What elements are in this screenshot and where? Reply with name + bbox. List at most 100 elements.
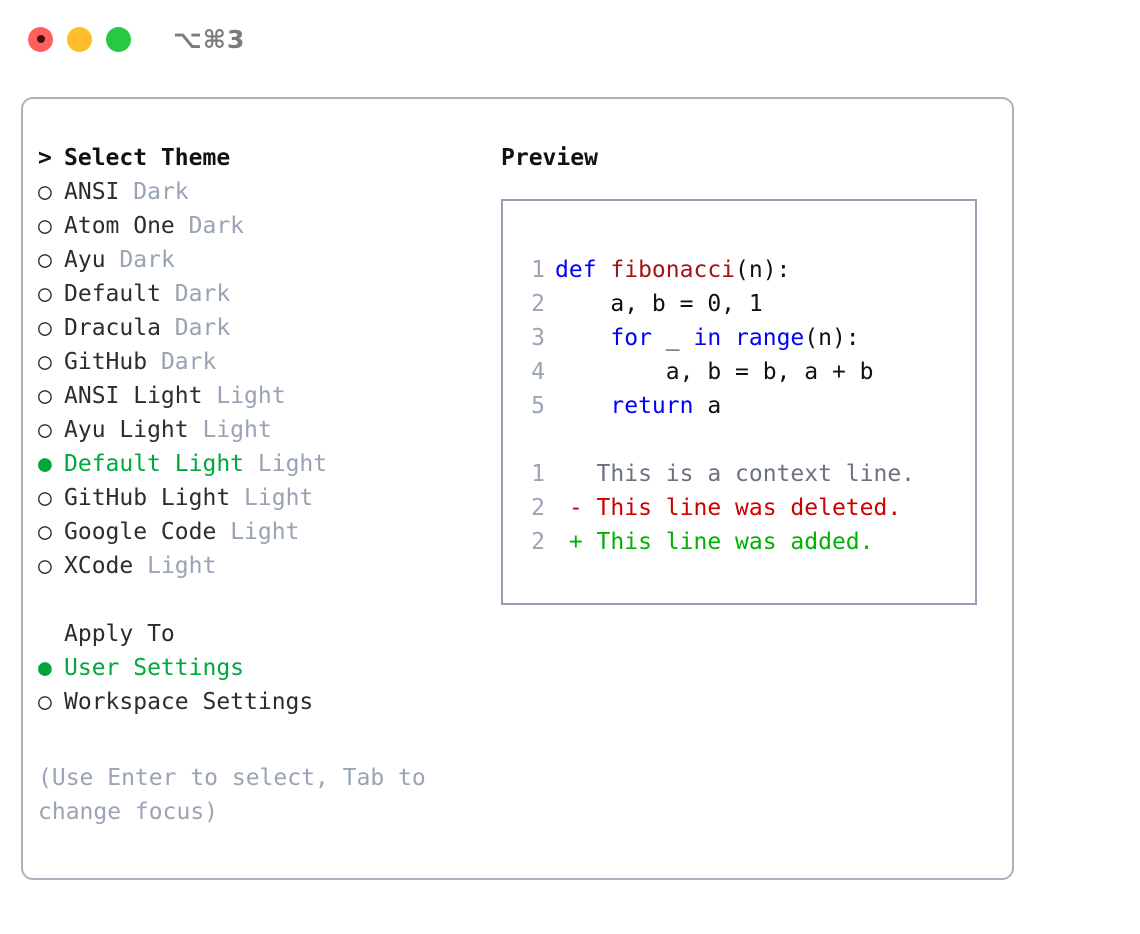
code-token [555, 325, 610, 351]
theme-variant-badge: Light [147, 553, 217, 579]
maximize-window-button[interactable] [106, 26, 131, 52]
code-text: + This line was added. [555, 525, 874, 559]
code-token: def [555, 257, 611, 283]
radio-unselected-icon[interactable]: ○ [38, 179, 52, 205]
theme-list-item[interactable]: ○Ayu Light Light [38, 413, 468, 447]
line-number: 2 [531, 495, 545, 521]
theme-name-label: XCode [64, 553, 134, 579]
theme-list-item[interactable]: ● Default Light Light [38, 447, 468, 481]
radio-unselected-icon[interactable]: ○ [38, 485, 52, 511]
theme-variant-badge: Light [202, 417, 272, 443]
apply-to-label: User Settings [64, 655, 245, 681]
apply-to-heading: Apply To [38, 617, 468, 651]
theme-list-item[interactable]: ○ XCode Light [38, 549, 468, 583]
theme-list-item[interactable]: ○ Ayu Dark [38, 243, 468, 277]
code-text: for _ in range(n): [555, 321, 860, 355]
preview-blank-line [515, 423, 975, 457]
theme-variant-badge: Light [216, 383, 286, 409]
theme-list-item[interactable]: ○GitHub Light Light [38, 481, 468, 515]
theme-variant-badge: Dark [119, 247, 175, 273]
section-spacer [38, 583, 468, 617]
line-number: 3 [531, 325, 545, 351]
theme-name-label: Ayu [64, 247, 106, 273]
apply-to-item[interactable]: ● User Settings [38, 651, 468, 685]
apply-to-label: Workspace Settings [64, 689, 314, 715]
code-token: _ [651, 325, 694, 351]
theme-name-label: ANSI Light [64, 383, 203, 409]
code-token: - This line was deleted. [555, 495, 902, 521]
code-token: a, b = 0, 1 [555, 291, 763, 317]
radio-unselected-icon[interactable]: ○ [38, 315, 52, 341]
line-number: 2 [531, 291, 545, 317]
select-theme-heading: > Select Theme [38, 141, 468, 175]
code-text: a, b = 0, 1 [555, 287, 763, 321]
code-line: 5 return a [515, 389, 975, 423]
code-text: - This line was deleted. [555, 491, 901, 525]
theme-list-item[interactable]: ○ ANSI Light Light [38, 379, 468, 413]
theme-name-label: Dracula [64, 315, 161, 341]
code-text: This is a context line. [555, 457, 916, 491]
radio-unselected-icon[interactable]: ○ [38, 417, 52, 443]
line-number: 1 [531, 257, 545, 283]
diff-line: 2 - This line was deleted. [515, 491, 975, 525]
apply-to-item[interactable]: ○ Workspace Settings [38, 685, 468, 719]
radio-unselected-icon[interactable]: ○ [38, 553, 52, 579]
code-token: in range [693, 325, 805, 351]
theme-list-item[interactable]: ○ GitHub Dark [38, 345, 468, 379]
main-panel: > Select Theme ○ANSI Dark○Atom One Dark○… [21, 97, 1014, 880]
theme-variant-badge: Light [257, 451, 328, 477]
code-token: (n): [804, 325, 860, 351]
radio-unselected-icon[interactable]: ○ [38, 519, 52, 545]
radio-unselected-icon[interactable]: ○ [38, 383, 52, 409]
theme-variant-badge: Light [230, 519, 300, 545]
theme-list-item[interactable]: ○ Google Code Light [38, 515, 468, 549]
code-token: for [610, 325, 652, 351]
theme-list-item[interactable]: ○Default Dark [38, 277, 468, 311]
code-text: a, b = b, a + b [555, 355, 874, 389]
close-window-button[interactable] [28, 26, 53, 52]
diff-line: 2 + This line was added. [515, 525, 975, 559]
code-token: a, b = b, a + b [555, 359, 874, 385]
apply-to-list: ● User Settings ○ Workspace Settings [38, 651, 468, 719]
code-token: fibonacci [610, 257, 736, 283]
theme-name-label: Google Code [64, 519, 217, 545]
code-token: return [610, 393, 694, 419]
theme-list: ○ANSI Dark○Atom One Dark○Ayu Dark○Defaul… [38, 175, 468, 583]
radio-unselected-icon[interactable]: ○ [38, 689, 52, 715]
traffic-lights [28, 26, 131, 52]
code-token: + This line was added. [555, 529, 874, 555]
theme-variant-badge: Dark [133, 179, 189, 205]
prompt-caret-icon: > [38, 145, 52, 171]
theme-name-label: GitHub [64, 349, 148, 375]
preview-box: 1 def fibonacci (n): 2 a, b = 0, 1 3 for _ i… [501, 199, 977, 605]
theme-list-item[interactable]: ○ANSI Dark [38, 175, 468, 209]
theme-list-item[interactable]: ○Dracula Dark [38, 311, 468, 345]
theme-selection-column: > Select Theme ○ANSI Dark○Atom One Dark○… [38, 141, 468, 719]
radio-unselected-icon[interactable]: ○ [38, 349, 52, 375]
preview-title: Preview [501, 145, 598, 171]
code-text: return a [555, 389, 721, 423]
line-number: 1 [531, 461, 545, 487]
keyboard-shortcut-label: ⌥⌘3 [173, 24, 246, 54]
radio-unselected-icon[interactable]: ○ [38, 247, 52, 273]
preview-code-block: 1 def fibonacci (n): 2 a, b = 0, 1 3 for _ i… [515, 253, 975, 423]
radio-selected-icon[interactable]: ● [38, 451, 52, 477]
apply-to-marker-placeholder [38, 617, 64, 651]
theme-variant-badge: Dark [174, 281, 231, 307]
window-titlebar: ⌥⌘3 [0, 0, 1140, 78]
keyboard-hint-text: (Use Enter to select, Tab to change focu… [38, 765, 426, 825]
theme-variant-badge: Dark [160, 349, 217, 375]
code-token [555, 393, 610, 419]
theme-variant-badge: Dark [188, 213, 245, 239]
radio-selected-icon[interactable]: ● [38, 655, 52, 681]
theme-variant-badge: Light [244, 485, 314, 511]
radio-unselected-icon[interactable]: ○ [38, 281, 52, 307]
preview-diff-block: 1 This is a context line.2 - This line w… [515, 457, 975, 559]
minimize-window-button[interactable] [67, 26, 92, 52]
radio-unselected-icon[interactable]: ○ [38, 213, 52, 239]
theme-name-label: Default Light [64, 451, 245, 477]
line-number: 5 [531, 393, 545, 419]
theme-list-item[interactable]: ○Atom One Dark [38, 209, 468, 243]
